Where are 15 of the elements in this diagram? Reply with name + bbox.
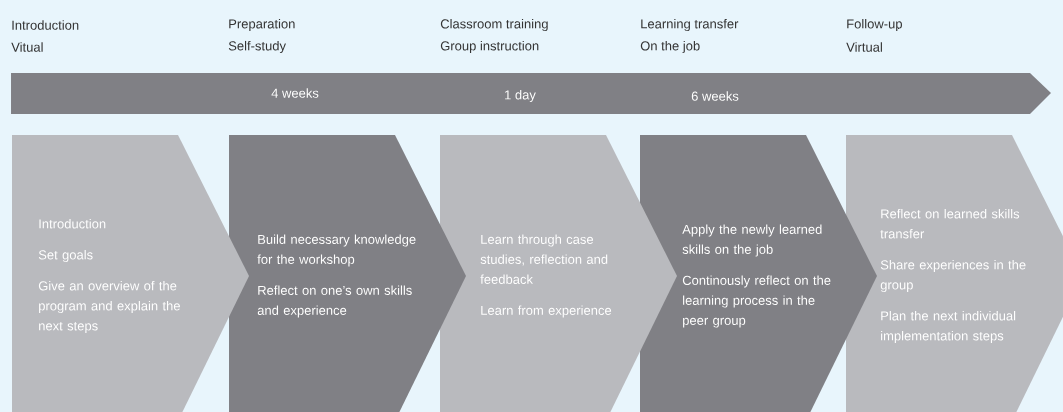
phase-heading: Virtual	[846, 42, 882, 52]
phase-heading: Follow-up	[847, 18, 902, 32]
chevron-step: Reflect on learned skills transfer Share experiences in the group Plan the next individual implementation steps	[846, 135, 1063, 412]
phase-heading: Vitual	[11, 42, 43, 52]
phase-heading: Introduction	[12, 20, 79, 30]
phase-heading: Self-study	[228, 40, 286, 54]
phase-heading: Classroom training	[440, 18, 548, 32]
phase-heading: Preparation	[229, 18, 295, 32]
phase-heading: On the job	[640, 40, 700, 54]
phase-heading: Group instruction	[440, 40, 539, 54]
chevron-step: Apply the newly learned skills on the job Continously reflect on the learning process in the peer group	[640, 135, 877, 412]
chevron-step: Learn through case studies, reflection and feedback Learn from experience	[440, 135, 677, 412]
chevron-step: Build necessary knowledge for the workshop Reflect on one’s own skills and experience	[229, 135, 466, 412]
phase-heading: Learning transfer	[641, 18, 739, 32]
chevron-step: Introduction Set goals Give an overview of the program and explain the next steps	[12, 135, 249, 412]
